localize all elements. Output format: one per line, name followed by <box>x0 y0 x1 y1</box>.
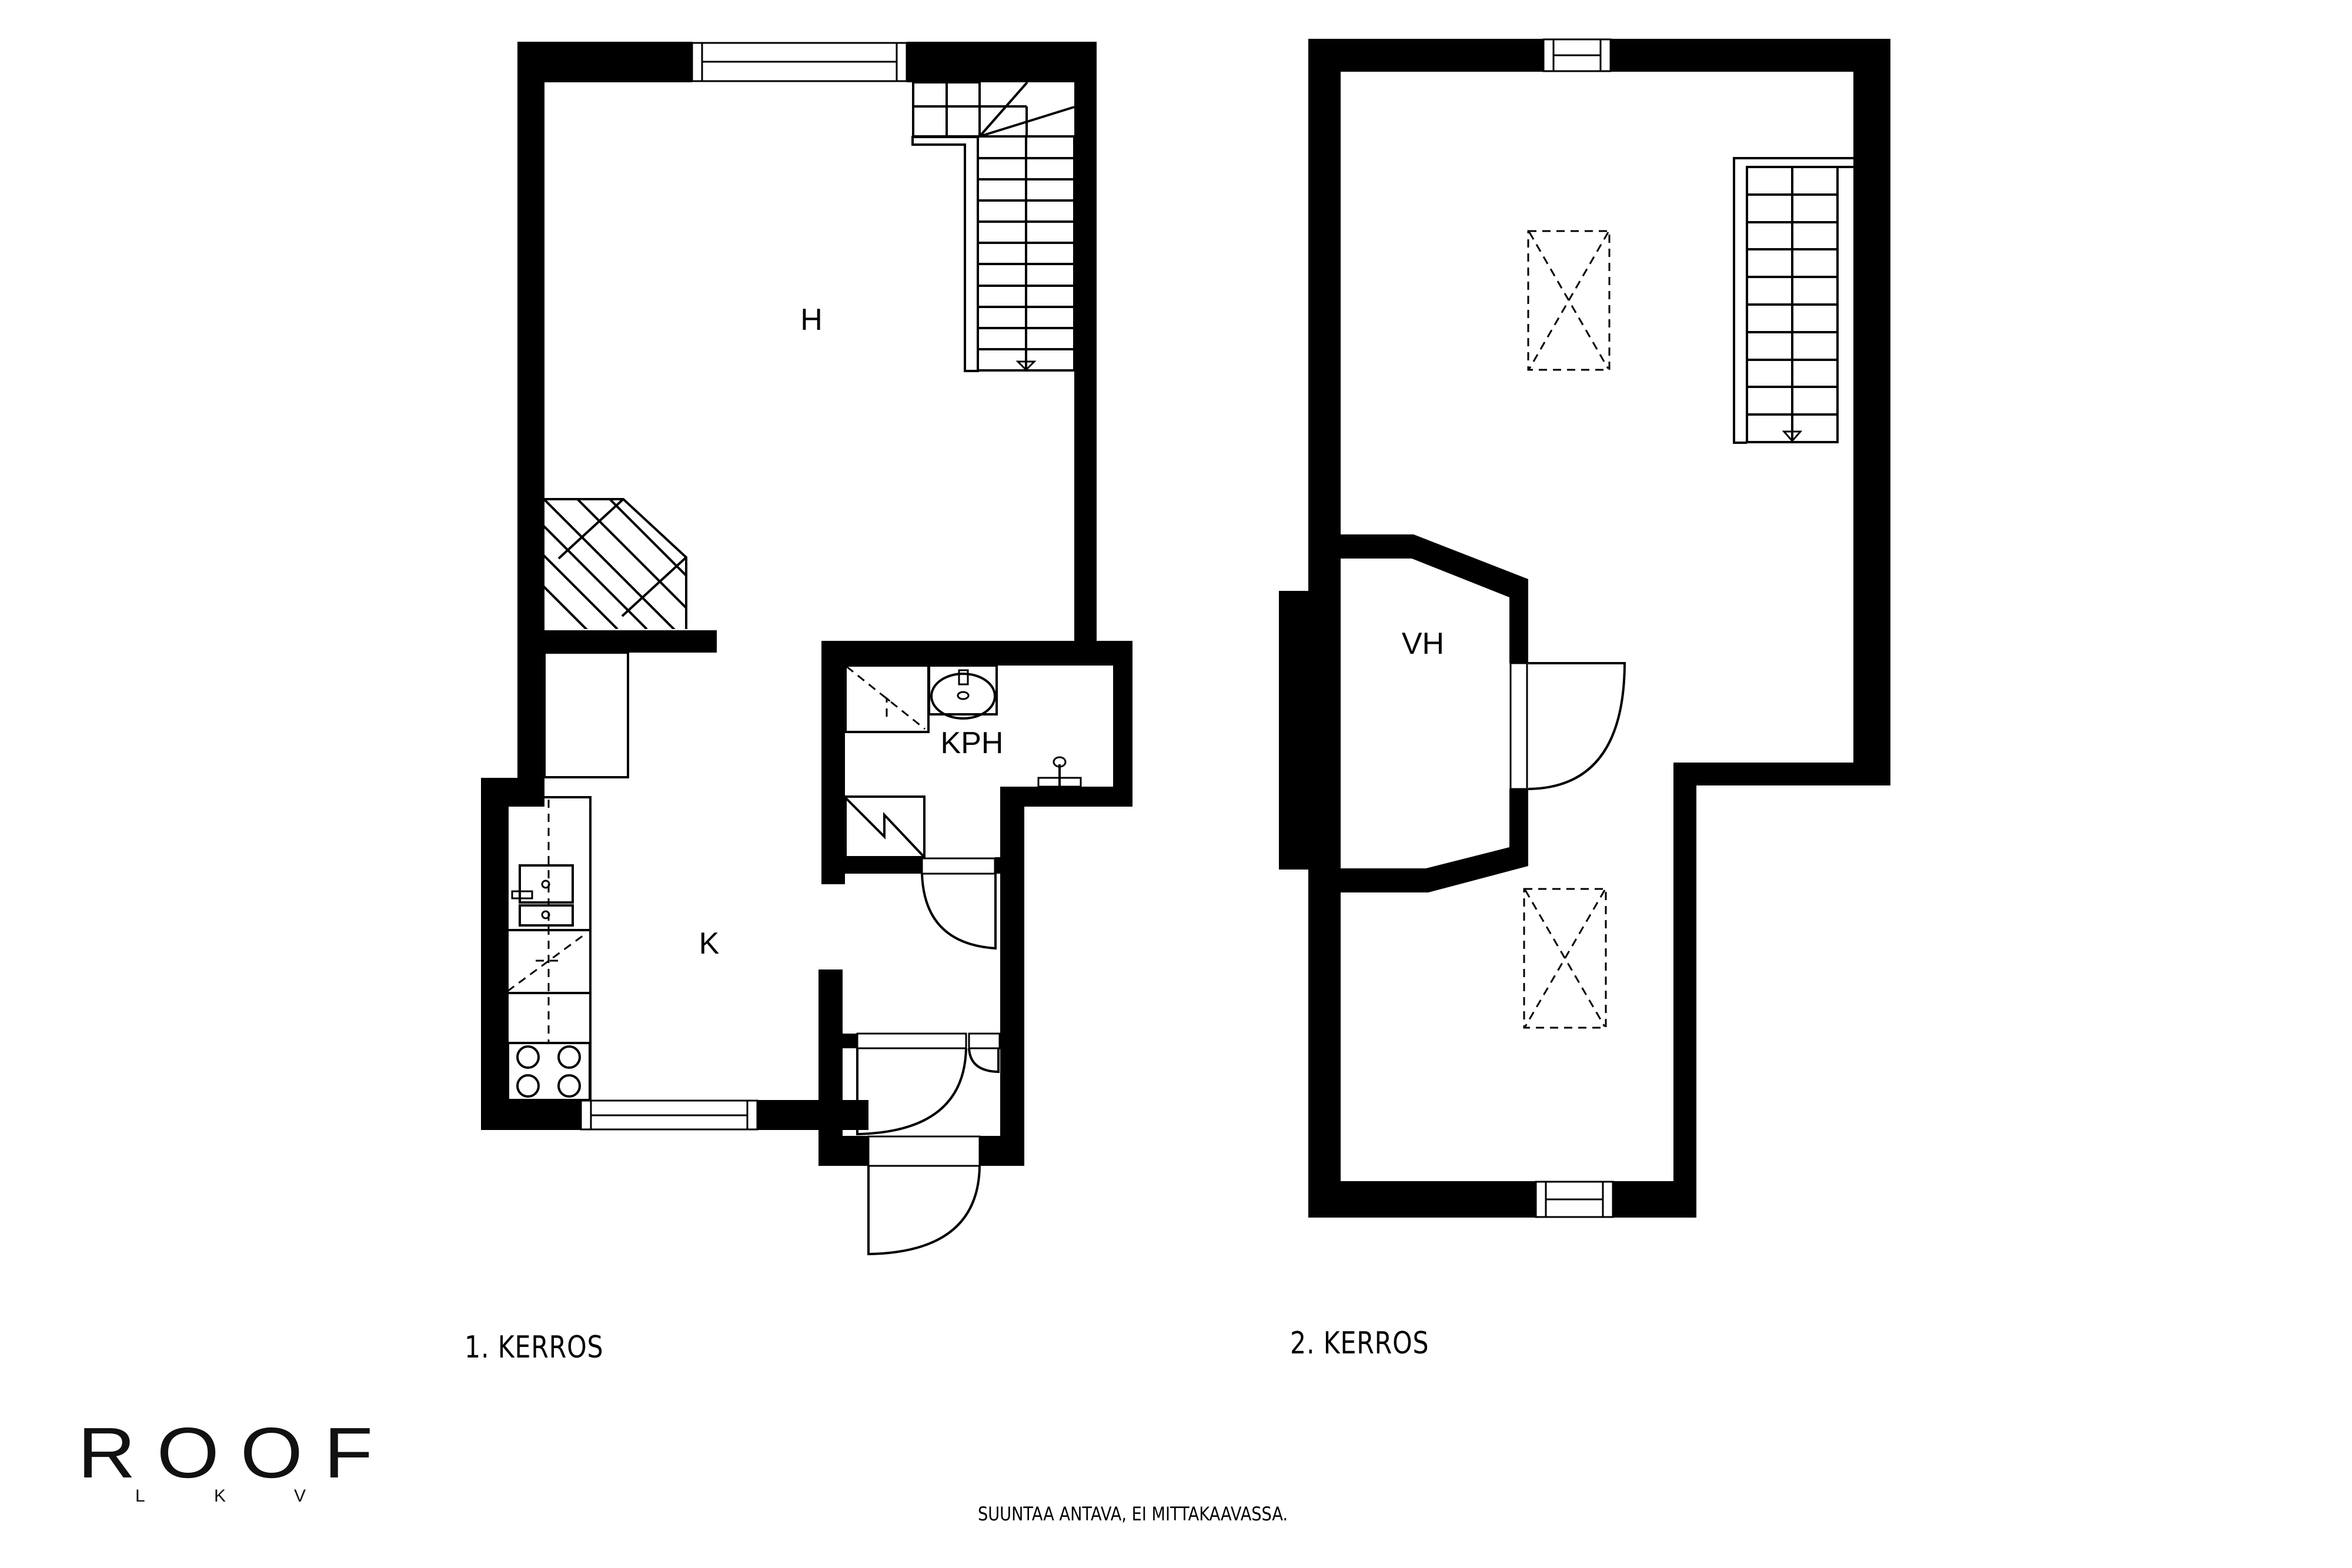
second-floor-plan: VH <box>1279 38 1890 1218</box>
window-icon <box>1542 38 1612 72</box>
fridge-icon <box>543 651 629 778</box>
window-icon <box>691 42 908 82</box>
toilet-icon <box>844 795 926 858</box>
floor-label-second: 2. KERROS <box>1290 1326 1429 1361</box>
skylight-icon <box>1523 888 1607 1029</box>
door-icon <box>1509 662 1626 790</box>
fireplace-icon <box>544 498 687 629</box>
window-icon <box>580 1099 759 1131</box>
first-floor-plan: H KPH K <box>481 42 1132 1256</box>
washbasin-icon <box>928 664 998 720</box>
stove-icon <box>507 1042 591 1101</box>
door-icon <box>921 857 997 950</box>
scale-disclaimer: SUUNTAA ANTAVA, EI MITTAKAAVASSA. <box>978 1503 1288 1525</box>
room-label-living-room: H <box>800 303 823 337</box>
kitchen-counter-icon <box>506 796 592 1101</box>
logo-sub-letter: V <box>294 1486 306 1506</box>
second-floor-walls <box>1279 39 1890 1218</box>
logo-sub-letter: K <box>214 1486 226 1506</box>
staircase-icon <box>911 81 1075 372</box>
shower-icon <box>844 664 930 733</box>
first-floor-walls <box>481 42 1132 1166</box>
staircase-icon <box>1733 157 1853 444</box>
shower-faucet-icon <box>1037 756 1082 788</box>
floor-label-first: 1. KERROS <box>465 1330 604 1365</box>
logo-sub-letter: L <box>135 1486 145 1506</box>
room-label-walk-in-closet: VH <box>1402 627 1444 661</box>
window-icon <box>1535 1181 1614 1218</box>
skylight-icon <box>1527 230 1611 371</box>
room-label-kitchen: K <box>699 927 720 961</box>
logo-wordmark: ROOF <box>78 1413 395 1493</box>
kitchen-sink-icon <box>511 864 574 927</box>
room-label-bathroom: KPH <box>941 726 1004 760</box>
entrance-door-icon <box>867 1135 981 1256</box>
door-icon <box>856 1032 1001 1136</box>
